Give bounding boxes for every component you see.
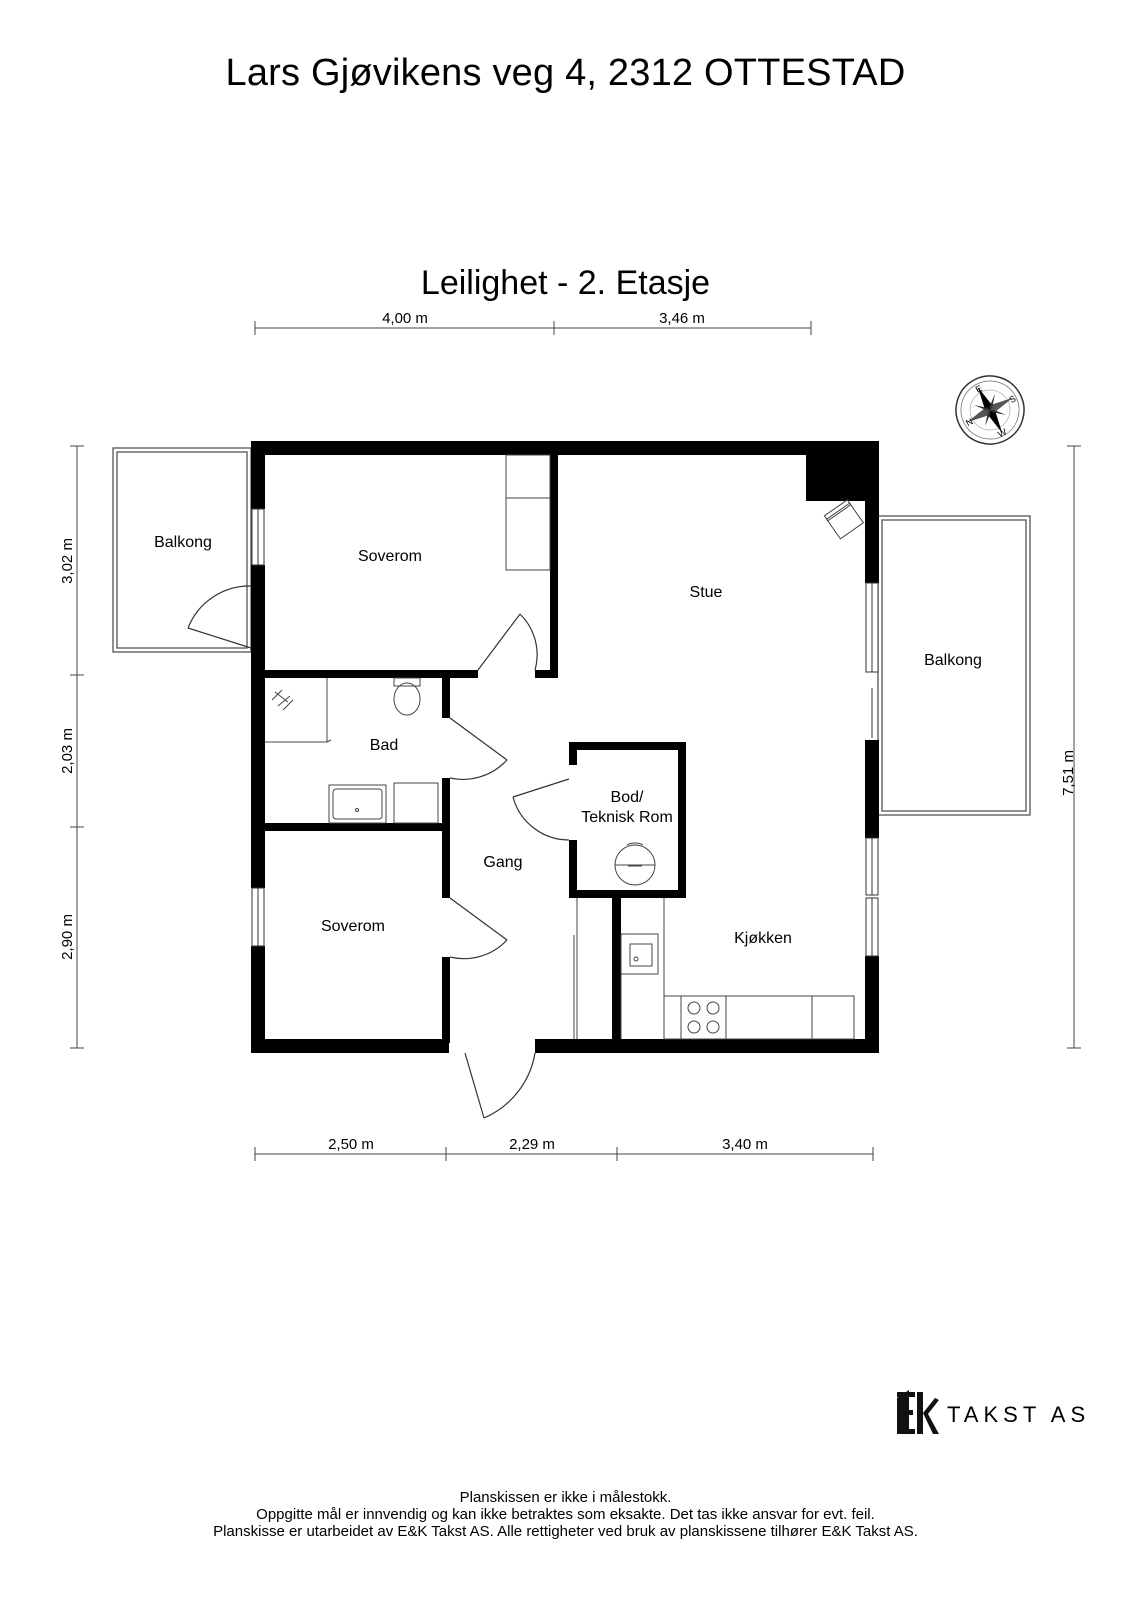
- room-label-soverom-top: Soverom: [358, 548, 422, 565]
- room-label-bod-line1: Bod/: [611, 789, 644, 806]
- ek-logo-mark: [897, 1390, 939, 1434]
- dimension-lines: [70, 321, 1081, 1161]
- compass-e: E: [974, 383, 984, 395]
- room-label-gang: Gang: [483, 854, 522, 871]
- fixtures: [265, 454, 865, 1040]
- dim-top-right: 3,46 m: [659, 310, 705, 327]
- compass-rose: N E S W: [955, 375, 1025, 445]
- dim-bottom-left: 2,50 m: [328, 1136, 374, 1153]
- disclaimer-line-1: Planskissen er ikke i målestokk.: [459, 1489, 672, 1506]
- disclaimer: Planskissen er ikke i målestokk. Oppgitt…: [0, 1489, 1131, 1540]
- dim-left-top: 3,02 m: [59, 538, 76, 584]
- balcony-left: [112, 447, 252, 653]
- compass-s: S: [1008, 393, 1018, 405]
- room-label-kjokken: Kjøkken: [734, 930, 792, 947]
- plan-title: Lars Gjøvikens veg 4, 2312 OTTESTAD: [225, 52, 906, 94]
- logo-text: TAKST AS: [947, 1402, 1091, 1427]
- dim-right: 7,51 m: [1060, 750, 1077, 796]
- floor-subtitle: Leilighet - 2. Etasje: [420, 264, 711, 302]
- room-label-bad: Bad: [370, 737, 398, 754]
- dim-left-middle: 2,03 m: [59, 728, 76, 774]
- room-label-stue: Stue: [690, 584, 723, 601]
- walls: [251, 441, 879, 1053]
- disclaimer-line-3: Planskisse er utarbeidet av E&K Takst AS…: [213, 1523, 918, 1540]
- compass-n: N: [964, 416, 974, 428]
- room-label-bod-line2: Teknisk Rom: [581, 809, 673, 826]
- windows: [251, 508, 879, 957]
- room-label-soverom-bottom: Soverom: [321, 918, 385, 935]
- doors: [187, 585, 570, 1119]
- dim-bottom-middle: 2,29 m: [509, 1136, 555, 1153]
- room-label-balkong-right: Balkong: [924, 652, 982, 669]
- room-label-balkong-left: Balkong: [154, 534, 212, 551]
- dim-bottom-right: 3,40 m: [722, 1136, 768, 1153]
- dim-top-left: 4,00 m: [382, 310, 428, 327]
- disclaimer-line-2: Oppgitte mål er innvendig og kan ikke be…: [256, 1506, 875, 1523]
- dim-left-bottom: 2,90 m: [59, 914, 76, 960]
